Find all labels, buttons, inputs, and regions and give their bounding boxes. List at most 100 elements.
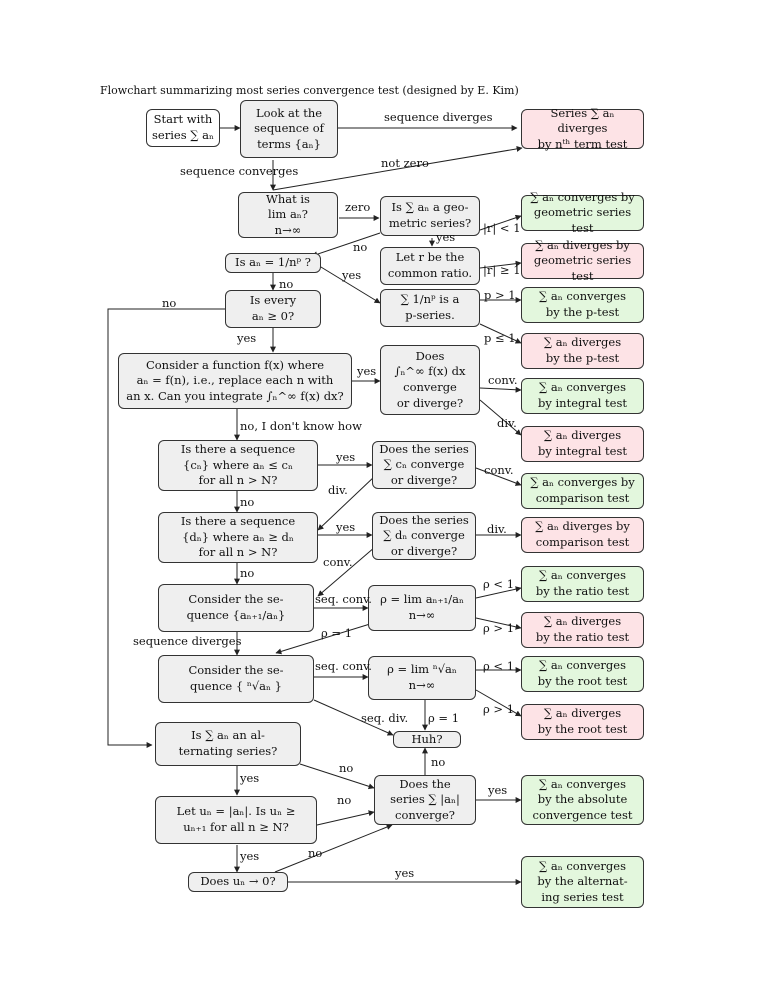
label-p-le-1: p ≤ 1 (484, 331, 516, 345)
root-rho-node: ρ = lim ⁿ√aₙ n→∞ (368, 656, 476, 700)
edge-isevery-alt (107, 308, 225, 748)
label-seq-conv-root: seq. conv. (315, 659, 372, 673)
edge-geo-isp (311, 232, 381, 258)
label-yes-alternating: yes (240, 771, 260, 785)
edge-doesd-conv (317, 546, 376, 597)
absolute-question-node: Does the series ∑ |aₙ| converge? (374, 775, 476, 825)
label-div-d: div. (487, 522, 507, 536)
label-no-i-dont-know: no, I don't know how (240, 419, 362, 433)
edge-rho-div (475, 617, 522, 630)
label-seq-conv-ratio: seq. conv. (315, 592, 372, 606)
label-yes-integrate: yes (357, 364, 377, 378)
label-conv-c: conv. (484, 463, 514, 477)
root-converges-node: ∑ aₙ converges by the root test (521, 656, 644, 692)
comparison-diverges-node: ∑ aₙ diverges by comparison test (521, 517, 644, 553)
geometric-question-node: Is ∑ aₙ a geo- metric series? (380, 196, 480, 236)
label-yes-final: yes (395, 866, 415, 880)
label-yes-let-u: yes (240, 849, 260, 863)
label-sequence-diverges-ratio: sequence diverges (133, 634, 242, 648)
label-div-integral: div. (497, 416, 517, 430)
label-no-geometric: no (353, 240, 368, 254)
label-no-let-u: no (337, 793, 352, 807)
edge-letu-abs (316, 810, 375, 826)
ratio-diverges-node: ∑ aₙ diverges by the ratio test (521, 612, 644, 648)
geometric-converges-node: ∑ aₙ converges by geometric series test (521, 190, 644, 235)
root-diverges-node: ∑ aₙ diverges by the root test (521, 704, 644, 740)
label-yes-p: yes (342, 268, 362, 282)
does-d-series-node: Does the series ∑ dₙ converge or diverge… (372, 512, 476, 560)
edge-pseries-pdiv (479, 323, 522, 344)
label-no-c: no (240, 495, 255, 509)
label-rho-1-root: ρ = 1 (428, 711, 460, 725)
edge-doesint-div (479, 399, 522, 436)
ratio-rho-node: ρ = lim aₙ₊₁/aₙ n→∞ (368, 585, 476, 631)
label-yes-every: yes (237, 331, 257, 345)
alternating-question-node: Is ∑ aₙ an al- ternating series? (155, 722, 301, 766)
root-sequence-node: Consider the se- quence { ⁿ√aₙ } (158, 655, 314, 703)
edge-root-huh (313, 699, 394, 736)
sequence-c-node: Is there a sequence {cₙ} where aₙ ≤ cₙ f… (158, 440, 318, 491)
geometric-diverges-node: ∑ aₙ diverges by geometric series test (521, 238, 644, 283)
label-sequence-converges: sequence converges (180, 164, 299, 178)
integral-converges-node: ∑ aₙ converges by integral test (521, 378, 644, 414)
label-r-less-1: |r| < 1 (483, 221, 521, 235)
let-r-node: Let r be the common ratio. (380, 247, 480, 285)
label-seq-div-root: seq. div. (361, 711, 409, 725)
label-sequence-diverges: sequence diverges (384, 110, 493, 124)
absolute-converges-node: ∑ aₙ converges by the absolute convergen… (521, 775, 644, 825)
look-at-sequence-node: Look at the sequence of terms {aₙ} (240, 100, 338, 158)
does-integral-node: Does ∫ₙ^∞ f(x) dx converge or diverge? (380, 345, 480, 415)
label-yes-d: yes (336, 520, 356, 534)
edge-rhor-div (475, 689, 522, 717)
does-u-zero-node: Does uₙ → 0? (188, 872, 288, 892)
label-conv-d: conv. (323, 555, 353, 569)
edge-rho-conv (475, 586, 522, 599)
label-zero: zero (345, 200, 371, 214)
edge-let-diverge (479, 260, 522, 269)
huh-node: Huh? (393, 731, 461, 748)
label-r-ge-1: |r| ≥ 1 (483, 263, 521, 277)
what-is-limit-node: What is lim aₙ? n→∞ (238, 192, 338, 238)
label-no-alternating: no (339, 761, 354, 775)
label-no-huh: no (431, 755, 446, 769)
label-p-greater-1: p > 1 (484, 288, 516, 302)
edge-what-notzero (272, 145, 523, 191)
edge-alt-abs (299, 763, 375, 790)
ratio-converges-node: ∑ aₙ converges by the ratio test (521, 566, 644, 602)
label-no-d: no (240, 566, 255, 580)
integral-diverges-node: ∑ aₙ diverges by integral test (521, 426, 644, 462)
label-yes-c: yes (336, 450, 356, 464)
p-series-node: ∑ 1/nᵖ is a p-series. (380, 289, 480, 327)
edge-doesu-abs (274, 824, 393, 873)
label-conv-integral: conv. (488, 373, 518, 387)
comparison-converges-node: ∑ aₙ converges by comparison test (521, 473, 644, 509)
is-p-node: Is aₙ = 1/nᵖ ? (225, 253, 321, 273)
edge-doesc-conv (475, 467, 522, 486)
label-rho-1-ratio: ρ = 1 (321, 626, 353, 640)
edge-isp-pseries (315, 263, 381, 304)
label-no-p: no (279, 277, 294, 291)
ratio-sequence-node: Consider the se- quence {aₙ₊₁/aₙ} (158, 584, 314, 632)
is-every-nonnegative-node: Is every aₙ ≥ 0? (225, 290, 321, 328)
consider-function-node: Consider a function f(x) where aₙ = f(n)… (118, 353, 352, 409)
let-u-node: Let uₙ = |aₙ|. Is uₙ ≥ uₙ₊₁ for all n ≥ … (155, 796, 317, 844)
edge-doesc-div (317, 475, 376, 531)
label-yes-geometric: yes (436, 230, 456, 244)
label-no-every: no (162, 296, 177, 310)
label-rho-lt-1-ratio: ρ < 1 (483, 577, 515, 591)
p-converges-node: ∑ aₙ converges by the p-test (521, 287, 644, 323)
nth-term-diverges-node: Series ∑ aₙ diverges by nᵗʰ term test (521, 106, 644, 151)
label-no-decreasing: no (308, 846, 323, 860)
label-rho-gt-1-root: ρ > 1 (483, 702, 515, 716)
edge-doesint-conv (479, 386, 522, 393)
label-rho-gt-1-ratio: ρ > 1 (483, 621, 515, 635)
label-not-zero: not zero (381, 156, 429, 170)
edge-rho-root (275, 623, 371, 655)
does-c-series-node: Does the series ∑ cₙ converge or diverge… (372, 441, 476, 489)
sequence-d-node: Is there a sequence {dₙ} where aₙ ≥ dₙ f… (158, 512, 318, 563)
label-rho-lt-1-root: ρ < 1 (483, 659, 515, 673)
label-div-c: div. (328, 483, 348, 497)
label-yes-absolute: yes (488, 783, 508, 797)
start-node: Start with series ∑ aₙ (146, 109, 220, 147)
